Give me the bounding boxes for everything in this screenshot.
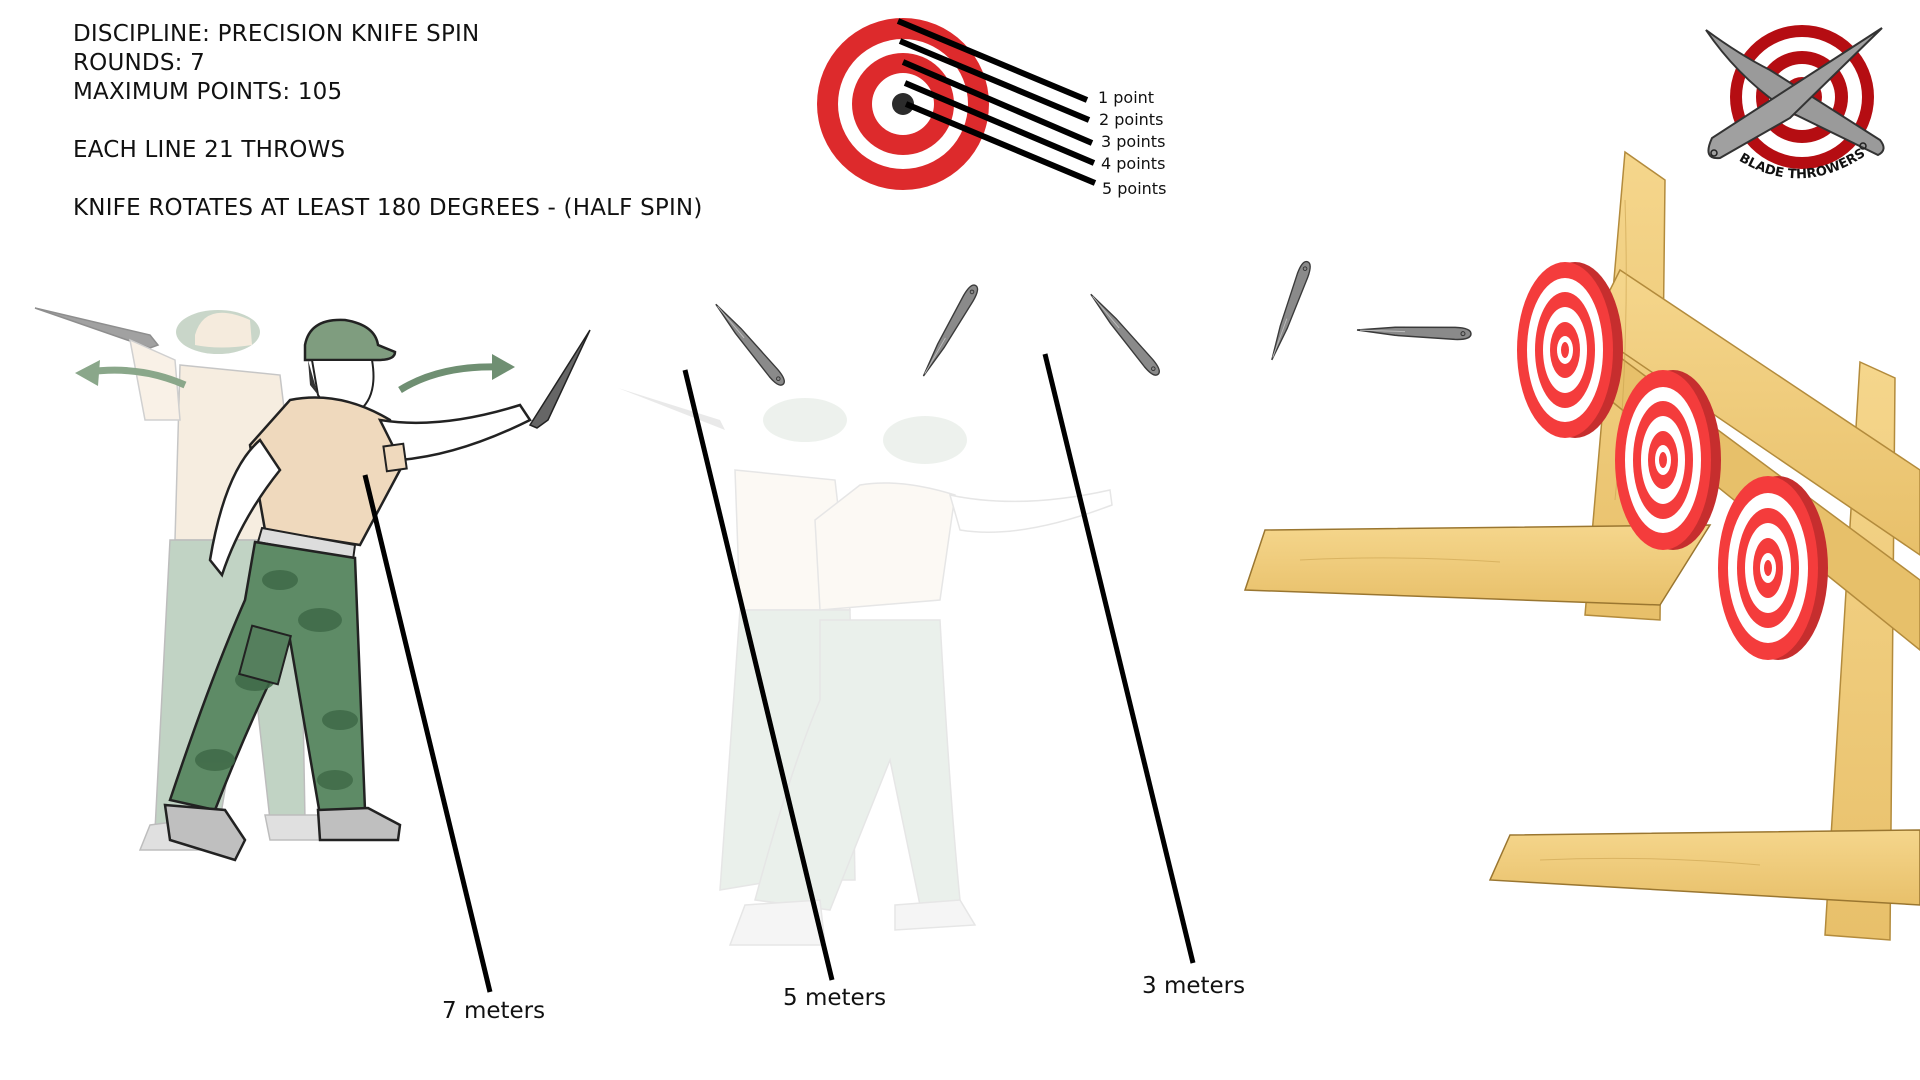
distance-line-3m (1042, 353, 1196, 964)
legend-label-4-points: 4 points (1101, 154, 1166, 173)
knife-icon (917, 281, 982, 380)
max-points-label: MAXIMUM POINTS: 105 (73, 79, 343, 105)
legend-label-3-points: 3 points (1101, 132, 1166, 151)
knife-icon (710, 299, 789, 389)
distance-line-5m (682, 369, 835, 981)
distance-line-7m (362, 474, 493, 993)
thrower-ghost-middle (618, 388, 1113, 946)
legend-label-1-point: 1 point (1098, 88, 1155, 107)
legend-label-5-points: 5 points (1102, 179, 1167, 198)
distance-label-7m: 7 meters (442, 998, 546, 1024)
distance-label-5m: 5 meters (783, 985, 887, 1011)
release-arrow-icon (492, 354, 515, 380)
discipline-label: DISCIPLINE: PRECISION KNIFE SPIN (73, 21, 480, 47)
blade-throwers-logo: BLADE THROWERS (1705, 25, 1885, 182)
flying-knife-sequence (710, 258, 1473, 389)
knife-icon (1265, 258, 1314, 363)
rotation-rule-label: KNIFE ROTATES AT LEAST 180 DEGREES - (HA… (73, 195, 703, 221)
thrower-release (163, 318, 591, 862)
knife-icon (1355, 322, 1473, 342)
scoring-legend-target (817, 18, 1097, 190)
target-boards (1517, 262, 1828, 660)
legend-label-2-points: 2 points (1099, 110, 1164, 129)
backswing-arrow-icon (75, 360, 100, 386)
throws-per-line-label: EACH LINE 21 THROWS (73, 137, 346, 163)
distance-label-3m: 3 meters (1142, 973, 1246, 999)
target-board-2 (1615, 370, 1721, 550)
distance-lines (362, 353, 1196, 993)
target-board-1 (1517, 262, 1623, 438)
target-board-3 (1718, 476, 1828, 660)
rounds-label: ROUNDS: 7 (73, 50, 205, 76)
knife-icon (1085, 289, 1164, 379)
rules-text-block: DISCIPLINE: PRECISION KNIFE SPIN ROUNDS:… (73, 20, 703, 223)
